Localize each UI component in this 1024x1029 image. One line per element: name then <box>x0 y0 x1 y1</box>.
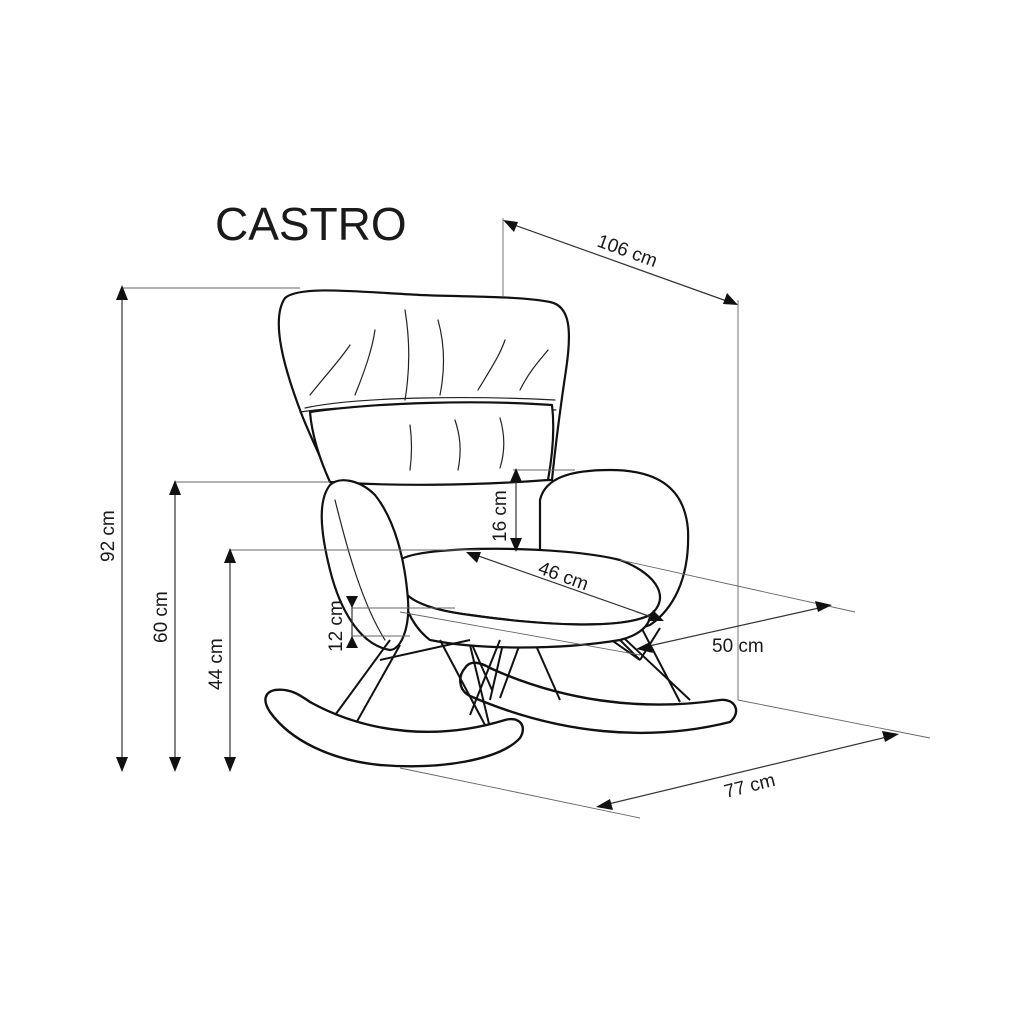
lumbar-cushion <box>308 401 555 486</box>
label-height-total: 92 cm <box>98 510 119 562</box>
label-armrest-above-seat: 16 cm <box>490 490 511 542</box>
front-rocker <box>264 688 525 768</box>
cushion-creases <box>409 417 505 471</box>
rear-rocker <box>459 661 738 735</box>
seat-front <box>398 578 652 649</box>
product-title: CASTRO <box>215 198 407 250</box>
rocking-chair-drawing <box>264 289 738 768</box>
rear-legs <box>469 624 691 703</box>
label-seat-depth: 50 cm <box>712 636 764 657</box>
label-seat-height: 44 cm <box>206 638 227 690</box>
front-legs <box>329 639 641 729</box>
left-armrest-seam <box>334 499 386 641</box>
dimension-lines <box>116 218 931 819</box>
label-armrest-height: 60 cm <box>151 591 172 643</box>
label-seat-thickness: 12 cm <box>326 600 347 652</box>
